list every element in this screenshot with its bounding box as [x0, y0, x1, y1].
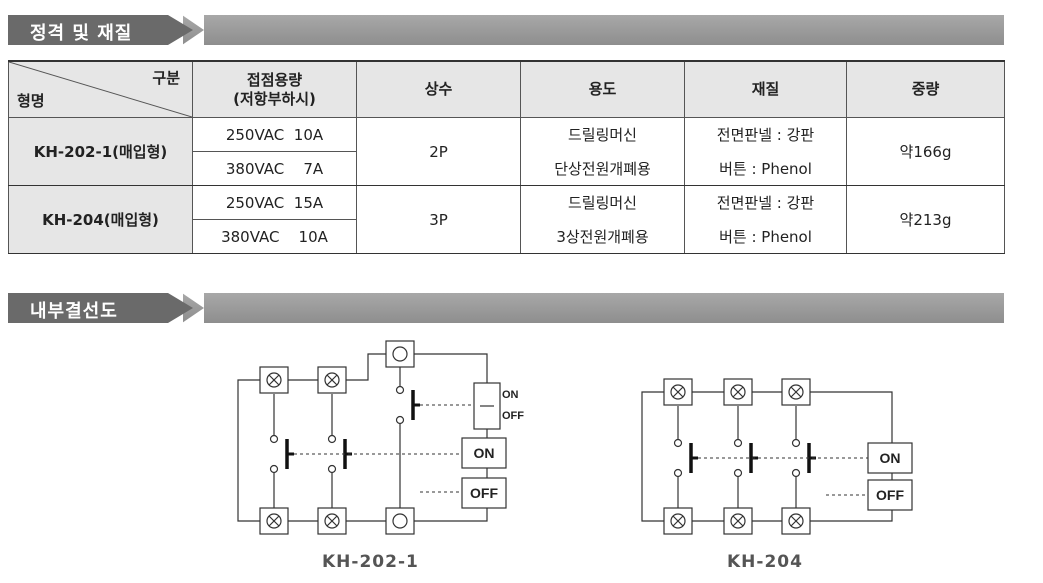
off-box [461, 477, 507, 509]
caption-kh-204: KH-204 [727, 552, 803, 572]
terminal-icon [663, 507, 693, 535]
diagonal-line [9, 62, 192, 117]
corner-header: 구분 형명 [8, 60, 193, 118]
terminal-icon [723, 507, 753, 535]
switch-contact-icon [394, 384, 422, 426]
small-off-label: OFF [502, 410, 524, 422]
off-box [867, 479, 913, 511]
material-cell: 버튼 : Phenol [684, 219, 847, 254]
header-use: 용도 [520, 60, 685, 118]
section-title: 정격 및 재질 [30, 23, 133, 44]
header-weight: 중량 [846, 60, 1005, 118]
contact-cell: 250VAC 10A [192, 117, 357, 152]
table-row: 380VAC 10A 3상전원개폐용 버튼 : Phenol [9, 219, 1005, 254]
terminal-icon [385, 340, 415, 368]
contact-cell: 380VAC 10A [192, 219, 357, 254]
use-cell: 드릴링머신 [520, 185, 685, 220]
caption-kh-202-1: KH-202-1 [322, 552, 419, 572]
terminal-icon [317, 366, 347, 394]
header-contact-line1: 접점용량 [246, 70, 303, 89]
terminal-icon [317, 507, 347, 535]
terminal-icon [259, 366, 289, 394]
use-cell: 단상전원개폐용 [520, 151, 685, 186]
weight-cell: 약166g [846, 117, 1005, 186]
terminal-icon [385, 507, 415, 535]
terminal-icon [259, 507, 289, 535]
table-row: KH-204(매입형) 250VAC 15A 3P 드릴링머신 전면판넬 : 강… [8, 185, 1005, 254]
table-header-row: 구분 형명 접점용량 (저항부하시) 상수 용도 재질 중량 [8, 60, 1005, 118]
corner-label-model: 형명 [17, 92, 45, 110]
diagram-kh-202-1: ON OFF ON OFF [237, 340, 524, 535]
switch-contact-icon [268, 433, 296, 475]
model-cell: KH-202-1(매입형) [8, 117, 193, 186]
model-cell: KH-204(매입형) [8, 185, 193, 254]
section-title: 내부결선도 [30, 301, 118, 322]
small-on-label: ON [502, 389, 519, 401]
use-cell: 3상전원개폐용 [520, 219, 685, 254]
table-row: KH-202-1(매입형) 250VAC 10A 2P 드릴링머신 전면판넬 :… [8, 117, 1005, 186]
off-label: OFF [470, 485, 498, 501]
diagram-kh-204: ON OFF [641, 378, 913, 535]
off-label: OFF [876, 487, 904, 503]
material-cell: 전면판넬 : 강판 [684, 117, 847, 152]
corner-label-category: 구분 [152, 69, 180, 87]
switch-contact-icon [672, 437, 700, 479]
section-header-tag: 정격 및 재질 [8, 15, 193, 45]
section-header-wiring: 내부결선도 [8, 293, 1004, 323]
header-contact-capacity: 접점용량 (저항부하시) [192, 60, 357, 118]
header-contact-line2: (저항부하시) [233, 89, 316, 108]
section-header-strip [182, 293, 1004, 323]
section-header-tag: 내부결선도 [8, 293, 193, 323]
terminal-icon [723, 378, 753, 406]
header-material: 재질 [684, 60, 847, 118]
terminal-icon [781, 507, 811, 535]
on-label: ON [474, 445, 495, 461]
on-box [461, 437, 507, 469]
on-label: ON [880, 450, 901, 466]
section-header-ratings: 정격 및 재질 [8, 15, 1004, 45]
material-cell: 전면판넬 : 강판 [684, 185, 847, 220]
terminal-icon [663, 378, 693, 406]
phase-cell: 3P [356, 185, 521, 254]
section-header-strip [182, 15, 1004, 45]
contact-cell: 380VAC 7A [192, 151, 357, 186]
spec-table: 구분 형명 접점용량 (저항부하시) 상수 용도 재질 중량 KH-202-1(… [8, 60, 1005, 254]
on-box [867, 442, 913, 474]
use-cell: 드릴링머신 [520, 117, 685, 152]
header-phase: 상수 [356, 60, 521, 118]
weight-cell: 약213g [846, 185, 1005, 254]
phase-cell: 2P [356, 117, 521, 186]
terminal-icon [781, 378, 811, 406]
